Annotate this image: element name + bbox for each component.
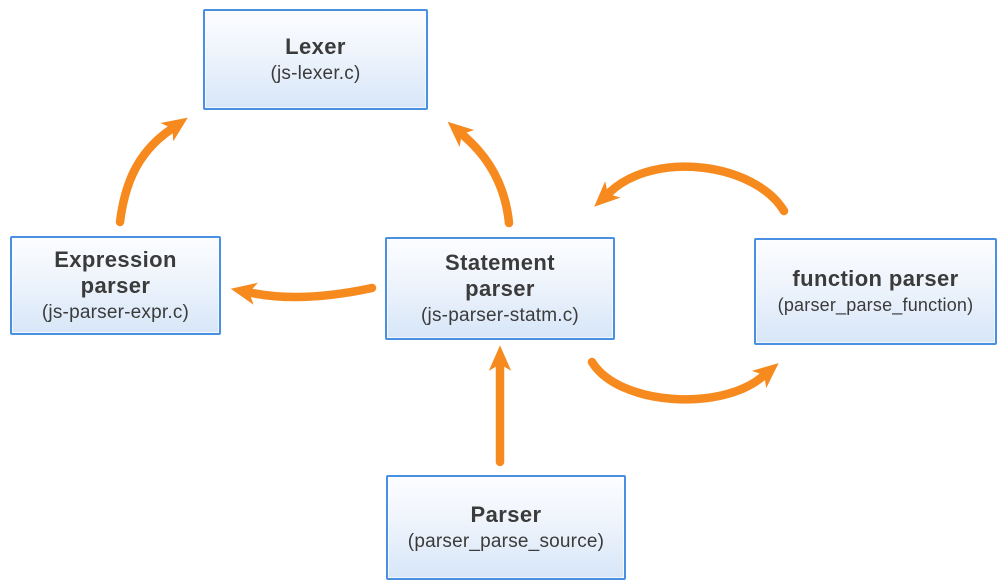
arrow-function-parser-to-statement-parser (594, 162, 789, 216)
node-lexer: Lexer (js-lexer.c) (203, 9, 428, 110)
node-title: Lexer (285, 33, 346, 59)
node-parser: Parser (parser_parse_source) (386, 475, 626, 580)
node-title: Statement parser (445, 249, 555, 301)
node-function-parser: function parser (parser_parse_function) (754, 238, 997, 345)
arrow-statement-parser-to-function-parser (587, 357, 779, 404)
node-expression-parser: Expression parser (js-parser-expr.c) (10, 236, 221, 335)
node-subtitle: (js-parser-expr.c) (41, 301, 190, 323)
node-subtitle: (parser_parse_function) (777, 295, 974, 316)
node-statement-parser: Statement parser (js-parser-statm.c) (385, 237, 615, 340)
node-title: Expression parser (54, 246, 177, 298)
node-title: function parser (792, 266, 959, 292)
arrow-expression-parser-to-lexer (115, 117, 188, 227)
node-subtitle: (parser_parse_source) (407, 530, 605, 552)
arrow-statement-parser-to-expression-parser (230, 282, 377, 305)
node-title: Parser (470, 501, 542, 527)
arrow-statement-parser-to-lexer (447, 121, 514, 228)
node-subtitle: (js-parser-statm.c) (421, 304, 579, 326)
node-subtitle: (js-lexer.c) (270, 62, 361, 84)
